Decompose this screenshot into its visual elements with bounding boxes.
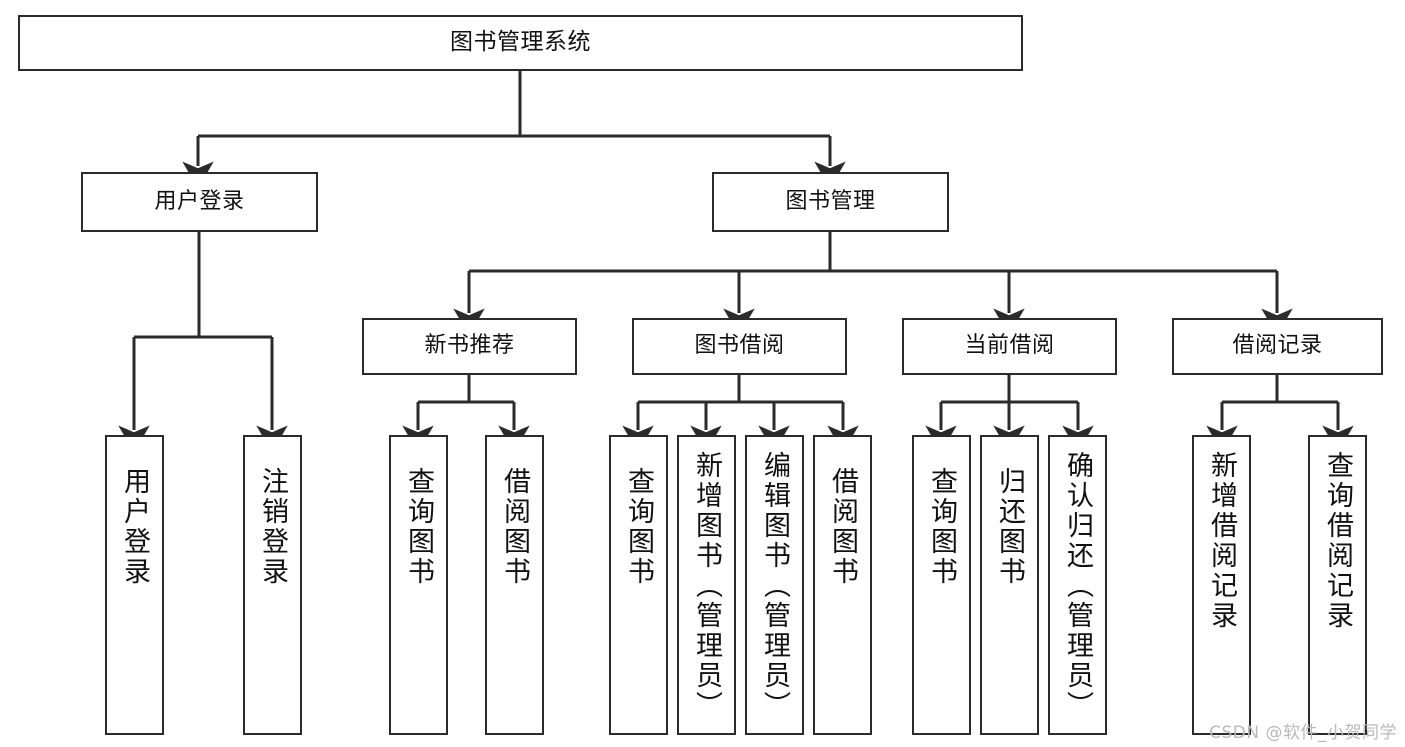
leaf-user-login-logout[interactable]: 注销登录 <box>243 435 302 735</box>
node-label: 图书管理系统 <box>450 29 591 56</box>
node-label: 查询图书 <box>623 467 654 587</box>
node-label: 图书借阅 <box>694 333 785 359</box>
node-root-book-management-system[interactable]: 图书管理系统 <box>18 15 1023 71</box>
node-label: 当前借阅 <box>964 333 1055 359</box>
node-label: 注销登录 <box>257 467 288 587</box>
node-book-management[interactable]: 图书管理 <box>712 172 949 232</box>
leaf-book-borrow-borrow-book[interactable]: 借阅图书 <box>813 435 872 735</box>
leaf-new-book-borrow-book[interactable]: 借阅图书 <box>485 435 544 735</box>
node-new-book-recommendation[interactable]: 新书推荐 <box>362 318 577 375</box>
leaf-new-book-query-book[interactable]: 查询图书 <box>389 435 448 735</box>
node-label: 查询借阅记录 <box>1322 451 1353 631</box>
watermark: CSDN @软件_小贺同学 <box>1209 723 1397 743</box>
leaf-current-borrow-return-book[interactable]: 归还图书 <box>980 435 1039 735</box>
node-user-login[interactable]: 用户登录 <box>81 172 318 232</box>
node-label: 查询图书 <box>403 467 434 587</box>
leaf-book-borrow-edit-book-admin[interactable]: 编辑图书（管理员） <box>745 435 804 735</box>
node-label: 新书推荐 <box>424 333 515 359</box>
node-label: 用户登录 <box>154 188 245 214</box>
node-borrow-record[interactable]: 借阅记录 <box>1172 318 1383 375</box>
node-book-borrow[interactable]: 图书借阅 <box>632 318 847 375</box>
node-label: 编辑图书（管理员） <box>759 451 790 721</box>
leaf-borrow-record-query-record[interactable]: 查询借阅记录 <box>1308 435 1367 735</box>
node-label: 借阅记录 <box>1232 333 1323 359</box>
leaf-user-login-login[interactable]: 用户登录 <box>105 435 164 735</box>
leaf-current-borrow-query-book[interactable]: 查询图书 <box>912 435 971 735</box>
node-label: 确认归还（管理员） <box>1062 451 1093 721</box>
node-label: 图书管理 <box>785 188 876 214</box>
node-label: 新增借阅记录 <box>1206 451 1237 631</box>
node-label: 借阅图书 <box>827 467 858 587</box>
leaf-borrow-record-add-record[interactable]: 新增借阅记录 <box>1192 435 1251 735</box>
node-current-borrow[interactable]: 当前借阅 <box>902 318 1117 375</box>
node-label: 用户登录 <box>119 467 150 587</box>
node-label: 归还图书 <box>994 467 1025 587</box>
node-label: 查询图书 <box>926 467 957 587</box>
node-label: 新增图书（管理员） <box>691 451 722 721</box>
leaf-book-borrow-query-book[interactable]: 查询图书 <box>609 435 668 735</box>
node-label: 借阅图书 <box>499 467 530 587</box>
leaf-current-borrow-confirm-return-admin[interactable]: 确认归还（管理员） <box>1048 435 1107 735</box>
leaf-book-borrow-add-book-admin[interactable]: 新增图书（管理员） <box>677 435 736 735</box>
